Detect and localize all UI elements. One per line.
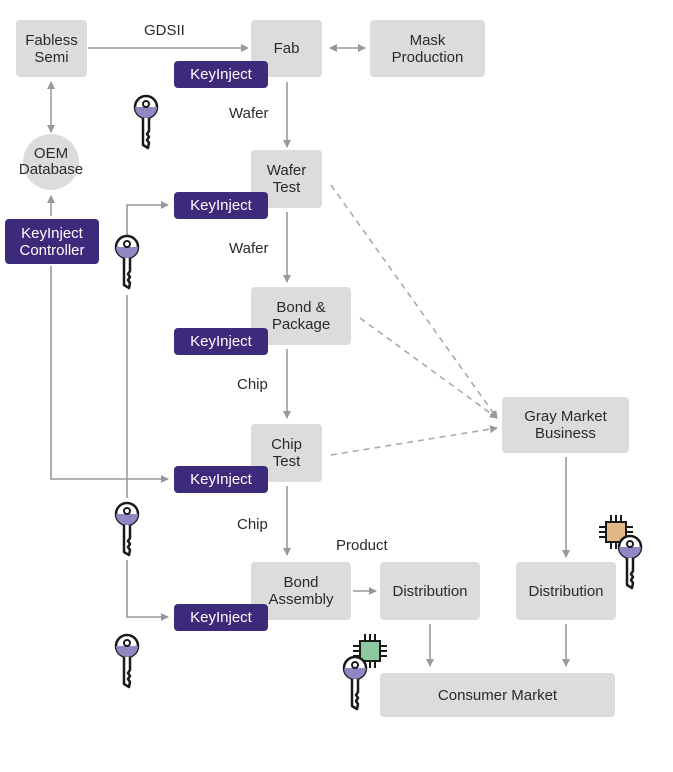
label-chip-1: Chip [237,376,268,393]
node-distribution: Distribution [380,562,480,620]
key-icon [617,534,643,590]
badge-keyinject-fab: KeyInject [174,61,268,88]
key-icon [114,501,140,557]
node-fabless-semi: Fabless Semi [16,20,87,77]
node-distribution-gray: Distribution [516,562,616,620]
key-icon [342,655,368,711]
label-chip-2: Chip [237,516,268,533]
edge-gray-dash-1 [330,184,498,419]
node-keyinject-controller: KeyInject Controller [5,219,99,264]
badge-keyinject-chip-test: KeyInject [174,466,268,493]
label-product: Product [336,537,388,554]
key-icon [133,94,159,150]
key-icon [114,633,140,689]
node-consumer-market: Consumer Market [380,673,615,717]
key-icon [114,234,140,290]
edge-feeder-wafertest [126,201,169,236]
label-wafer-1: Wafer [229,105,269,122]
label-wafer-2: Wafer [229,240,269,257]
badge-keyinject-bond-package: KeyInject [174,328,268,355]
badge-keyinject-bond-assembly: KeyInject [174,604,268,631]
node-mask-production: Mask Production [370,20,485,77]
edge-feeder-bondassembly [126,560,169,621]
label-gdsii: GDSII [144,22,185,39]
node-oem-database: OEM Database [19,134,83,190]
node-gray-market-business: Gray Market Business [502,397,629,453]
edge-controller-chiptest [50,266,169,483]
badge-keyinject-wafer-test: KeyInject [174,192,268,219]
